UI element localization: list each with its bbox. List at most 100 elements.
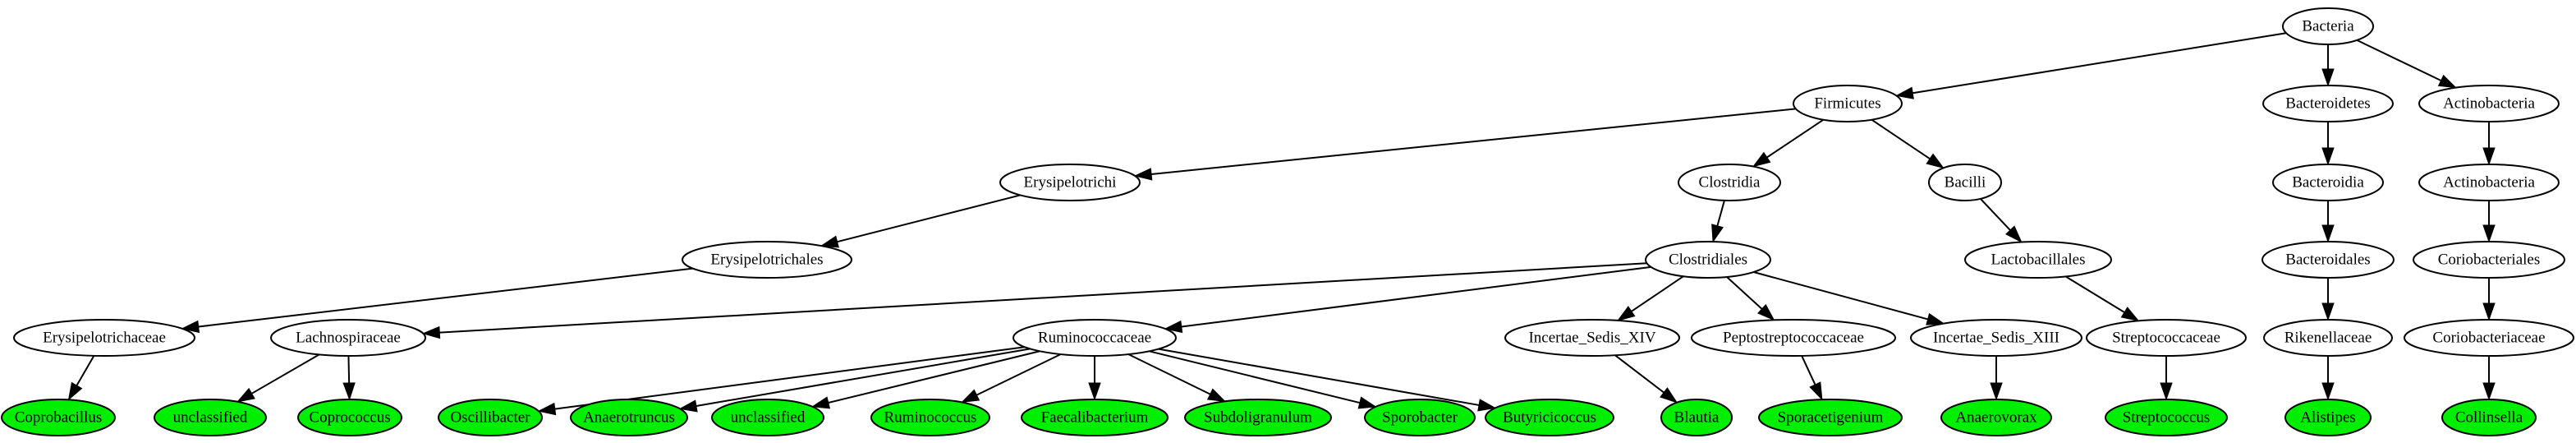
arrowhead-firmicutes-to-erysipelotrichi	[1133, 168, 1153, 181]
edge-peptostreptococcaceae-to-sporacetigenium	[1801, 355, 1816, 385]
node-ellipse	[1485, 399, 1614, 436]
arrowhead-peptostreptococcaceae-to-sporacetigenium	[1809, 381, 1823, 401]
node-label: Coriobacteriaceae	[2432, 330, 2545, 347]
node-label: Subdoligranulum	[1204, 409, 1312, 427]
edge-clostridiales-to-incertae-xiii	[1753, 271, 1928, 321]
node-label: Faecalibacterium	[1041, 409, 1149, 427]
edge-lactobacillales-to-streptococcaceae	[2064, 275, 2125, 313]
node-ellipse	[2105, 399, 2228, 436]
arrowhead-bacteroidales-to-rikenellaceae	[2321, 302, 2335, 321]
node-label: Bacteria	[2302, 18, 2354, 35]
node-incertae-xiv: Incertae_Sedis_XIV	[1504, 319, 1680, 357]
edge-ruminococcaceae-to-butyricicoccus	[1158, 348, 1480, 406]
node-faecalibacterium: Faecalibacterium	[1021, 399, 1169, 436]
node-ellipse	[870, 399, 990, 436]
arrowhead-bacteria-to-bacteroidetes	[2321, 68, 2335, 87]
node-erysipelotrichales: Erysipelotrichales	[682, 241, 852, 279]
arrowhead-erysipelotrichaceae-to-coprobacillus	[67, 381, 83, 401]
node-bacteroidia: Bacteroidia	[2272, 164, 2384, 201]
edge-firmicutes-to-erysipelotrichi	[1150, 108, 1796, 175]
arrowhead-coriobacteriaceae-to-collinsella	[2482, 382, 2496, 401]
node-label: Streptococcus	[2123, 409, 2211, 427]
node-sporacetigenium: Sporacetigenium	[1758, 399, 1903, 436]
arrowhead-lachnospiraceae-to-unclassified-lachno	[236, 387, 255, 403]
node-incertae-xiii: Incertae_Sedis_XIII	[1910, 319, 2082, 357]
edge-incertae-xiv-to-blautia	[1614, 354, 1665, 394]
node-anaerovorax: Anaerovorax	[1940, 399, 2052, 436]
node-ellipse	[2284, 399, 2372, 436]
node-ellipse	[2418, 164, 2560, 201]
edge-firmicutes-to-clostridia	[1766, 118, 1825, 159]
node-ellipse	[1645, 241, 1771, 279]
node-ellipse	[1021, 399, 1169, 436]
edge-clostridiales-to-incertae-xiv	[1631, 275, 1684, 312]
node-ellipse	[1012, 319, 1177, 357]
node-ellipse	[297, 399, 402, 436]
node-label: Bacteroidetes	[2285, 95, 2370, 113]
node-label: Streptococcaceae	[2112, 330, 2220, 347]
node-label: Bacteroidales	[2285, 251, 2370, 269]
node-ellipse	[1793, 85, 1903, 122]
arrowhead-ruminococcaceae-to-unclassified-rumino	[810, 396, 831, 409]
node-ellipse	[438, 399, 543, 436]
node-ellipse	[2441, 399, 2537, 436]
node-sporobacter: Sporobacter	[1364, 399, 1476, 436]
node-label: Coprococcus	[309, 409, 390, 427]
edge-erysipelotrichaceae-to-coprobacillus	[76, 355, 95, 386]
node-ellipse	[682, 241, 852, 279]
arrowhead-bacilli-to-lactobacillales	[2005, 225, 2023, 243]
node-ellipse	[1691, 319, 1896, 357]
arrowhead-lactobacillales-to-streptococcaceae	[2120, 307, 2140, 322]
node-ellipse	[1184, 399, 1332, 436]
arrowhead-clostridiales-to-peptostreptococcaceae	[1757, 303, 1775, 321]
node-streptococcus: Streptococcus	[2105, 399, 2228, 436]
arrowhead-incertae-xiv-to-blautia	[1660, 387, 1678, 404]
node-ellipse	[2413, 241, 2565, 279]
arrowhead-clostridiales-to-incertae-xiii	[1926, 312, 1945, 325]
node-ellipse	[2272, 164, 2384, 201]
node-label: Ruminococcus	[884, 409, 977, 427]
edge-ruminococcaceae-to-unclassified-rumino	[828, 350, 1040, 404]
edge-ruminococcaceae-to-sporobacter	[1149, 350, 1361, 404]
arrowhead-clostridiales-to-ruminococcaceae	[1164, 320, 1183, 334]
edge-clostridia-to-clostridiales	[1716, 200, 1725, 227]
node-ellipse	[2262, 85, 2394, 122]
node-label: Coriobacteriales	[2438, 251, 2541, 269]
edge-bacilli-to-lactobacillales	[1980, 198, 2011, 231]
edge-lachnospiraceae-to-unclassified-lachno	[251, 353, 320, 395]
node-actinobacteria-class: Actinobacteria	[2418, 164, 2560, 201]
node-ellipse	[2282, 7, 2374, 45]
node-label: Actinobacteria	[2443, 95, 2535, 113]
node-label: Anaerotruncus	[583, 409, 675, 427]
arrowhead-rikenellaceae-to-alistipes	[2321, 382, 2335, 401]
node-ellipse	[1660, 399, 1733, 436]
arrowhead-ruminococcaceae-to-faecalibacterium	[1088, 382, 1101, 401]
node-ellipse	[1504, 319, 1680, 357]
arrowhead-ruminococcaceae-to-anaerotruncus	[678, 399, 698, 413]
node-ellipse	[154, 399, 267, 436]
node-label: Incertae_Sedis_XIII	[1933, 330, 2059, 347]
node-bacteria: Bacteria	[2282, 7, 2374, 45]
arrowhead-lachnospiraceae-to-coprococcus	[342, 382, 356, 401]
node-label: Anaerovorax	[1955, 409, 2037, 427]
arrowhead-firmicutes-to-bacilli	[1926, 153, 1945, 169]
edge-erysipelotrichales-to-erysipelotrichaceae	[198, 267, 693, 328]
node-ellipse	[2086, 319, 2247, 357]
node-clostridia: Clostridia	[1678, 164, 1781, 201]
node-coprococcus: Coprococcus	[297, 399, 402, 436]
node-label: Clostridia	[1699, 174, 1761, 192]
node-bacteroidetes: Bacteroidetes	[2262, 85, 2394, 122]
arrowhead-actinobacteria-phylum-to-actinobacteria-class	[2482, 147, 2496, 166]
node-blautia: Blautia	[1660, 399, 1733, 436]
node-lactobacillales: Lactobacillales	[1964, 241, 2112, 279]
node-ellipse	[570, 399, 688, 436]
node-label: Blautia	[1674, 409, 1720, 427]
arrowhead-bacteroidia-to-bacteroidales	[2321, 224, 2335, 243]
arrowhead-clostridia-to-clostridiales	[1711, 224, 1724, 243]
node-actinobacteria-phylum: Actinobacteria	[2418, 85, 2560, 122]
edge-clostridiales-to-ruminococcaceae	[1181, 265, 1651, 328]
arrowhead-clostridiales-to-lachnospiraceae	[421, 325, 441, 339]
node-label: Collinsella	[2455, 409, 2523, 427]
node-lachnospiraceae: Lachnospiraceae	[270, 319, 426, 357]
edge-clostridiales-to-lachnospiraceae	[439, 262, 1647, 334]
